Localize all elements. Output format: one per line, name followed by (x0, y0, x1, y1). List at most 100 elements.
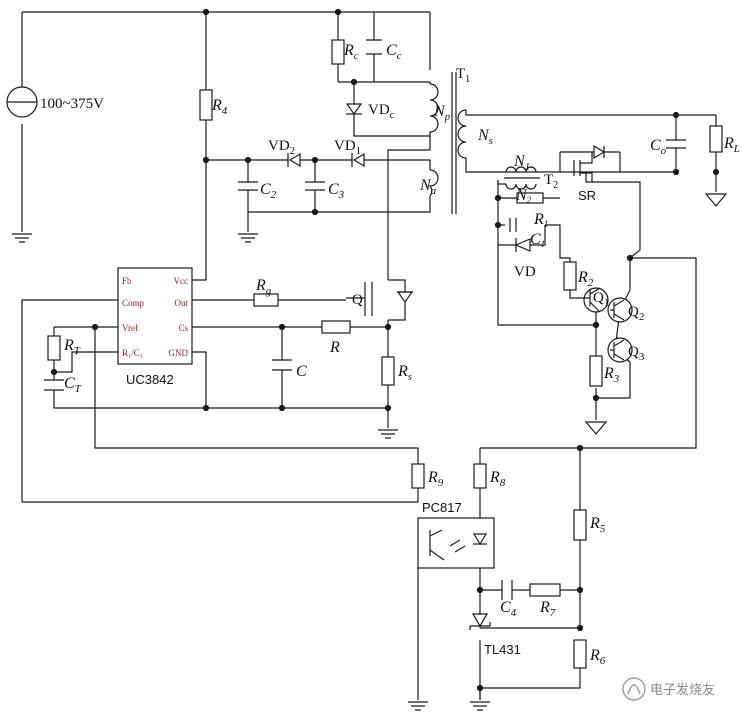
capacitor-cc (366, 39, 382, 55)
label-np: Np (433, 103, 451, 123)
label-vd2: VD2 (268, 138, 295, 157)
label-co: Co (650, 137, 667, 157)
watermark-logo-icon (622, 677, 646, 701)
pin-vref: Vref (122, 323, 138, 333)
label-n2: N2 (515, 187, 532, 205)
resistor-r5 (573, 509, 587, 541)
sr-label: SR (578, 188, 596, 203)
label-r1: R1 (533, 211, 548, 229)
diode-body-q (396, 291, 414, 304)
tl431-icon (471, 613, 489, 628)
uc3842-chip (117, 267, 193, 365)
diode-vd2 (288, 152, 301, 168)
resistors (47, 39, 723, 669)
t1-label: T1 (456, 66, 470, 85)
label-na: Na (419, 177, 437, 197)
label-q3: Q3 (628, 344, 645, 363)
diodes (270, 103, 606, 630)
resistor-rc (331, 39, 345, 65)
ac-source-icon (6, 86, 38, 118)
capacitors (44, 39, 686, 600)
label-vd: VD (514, 264, 536, 280)
t2-label: T2 (544, 172, 558, 191)
label-c1: C1 (530, 231, 545, 249)
transformer-t1 (428, 72, 467, 214)
label-rs: Rs (397, 363, 412, 383)
tl431-name: TL431 (484, 642, 521, 657)
label-rc: Rc (343, 42, 359, 62)
capacitor-c (272, 359, 292, 371)
pin-fb: Fb (122, 276, 132, 286)
bjt-transistors (582, 287, 633, 363)
diode-vdc (345, 103, 363, 116)
label-ct: CT (64, 375, 82, 395)
diode-sr-body (593, 144, 606, 160)
label-c4: C4 (500, 599, 517, 619)
resistor-r3 (589, 355, 603, 387)
label-r: R (329, 339, 340, 356)
label-vdc: VDc (368, 102, 395, 121)
resistor-r1 (516, 192, 544, 204)
junction-dots (50, 8, 720, 692)
capacitor-co (666, 139, 686, 149)
capacitor-c1 (509, 218, 517, 232)
pin-comp: Comp (122, 298, 145, 308)
resistor-r7 (529, 583, 561, 597)
label-r6: R6 (589, 647, 606, 667)
pin-cs: Cs (178, 323, 188, 333)
resistor-r8 (473, 463, 487, 489)
sync-rectifier-mosfet (573, 152, 593, 182)
uc3842-pin-labels: Fb Comp Vref R₁/C₁ Vcc Out Cs GND (122, 276, 188, 358)
label-ns: Ns (477, 127, 493, 147)
pc817-name: PC817 (422, 500, 462, 515)
component-labels: R4 Rc Cc VDc VD2 VD1 C2 C3 Np Na Ns Co R… (63, 42, 740, 667)
label-r3: R3 (603, 365, 620, 385)
label-rg: Rg (255, 277, 272, 297)
resistor-r9 (411, 463, 425, 489)
ground-symbols (12, 193, 728, 711)
label-cc: Cc (386, 42, 402, 62)
label-r8: R8 (489, 469, 506, 489)
watermark-text: 电子发烧友 (650, 682, 715, 698)
label-q: Q (352, 292, 363, 308)
label-c2: C2 (260, 181, 277, 201)
pin-vcc: Vcc (174, 276, 189, 286)
capacitor-c4 (501, 580, 513, 600)
source-voltage-label: 100~375V (40, 96, 104, 112)
label-r5: R5 (589, 515, 606, 535)
label-rt: RT (63, 337, 81, 357)
resistor-rs (381, 356, 395, 386)
label-rl: RL (723, 135, 740, 155)
resistor-rg (253, 293, 279, 307)
label-n1: N1 (513, 153, 530, 173)
label-q2: Q2 (628, 304, 644, 323)
diode-vd (514, 238, 531, 252)
resistor-r6 (573, 639, 587, 669)
label-vd1: VD1 (334, 138, 361, 157)
label-r9: R9 (427, 469, 444, 489)
label-c3: C3 (328, 181, 345, 201)
capacitor-c3 (305, 181, 325, 191)
capacitor-ct (44, 379, 64, 391)
uc3842-name: UC3842 (126, 372, 174, 387)
pin-gnd: GND (169, 348, 189, 358)
watermark: 电子发烧友 (622, 677, 715, 701)
capacitor-c2 (238, 181, 258, 191)
resistor-r (321, 320, 351, 334)
label-c: C (296, 363, 307, 380)
label-r2: R2 (577, 269, 594, 289)
label-r7: R7 (539, 599, 556, 619)
resistor-r4 (199, 89, 213, 121)
label-r4: R4 (211, 97, 228, 117)
resistor-rl (709, 125, 723, 153)
pin-rtct: R₁/C₁ (122, 348, 143, 358)
transformer-t2 (498, 166, 540, 190)
diode-vd1 (352, 152, 365, 168)
pc817-internals (429, 529, 488, 561)
pin-out: Out (175, 298, 189, 308)
resistor-rt (47, 335, 61, 361)
label-q1: Q1 (593, 290, 609, 309)
resistor-r2 (563, 261, 577, 291)
